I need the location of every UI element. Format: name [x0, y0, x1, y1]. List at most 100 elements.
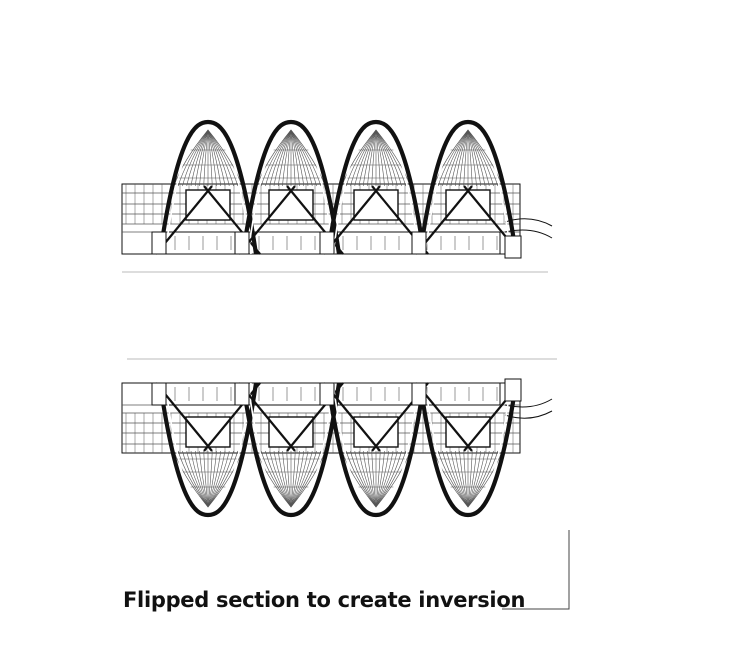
arch-shell: [417, 382, 519, 518]
arch-rib: [207, 450, 222, 508]
arch-rib: [367, 129, 377, 187]
arch-rib: [260, 129, 292, 187]
arch-rib: [199, 450, 209, 508]
diagonal-leg: [203, 382, 261, 452]
arch-rib: [290, 129, 300, 187]
arch-rib: [207, 450, 217, 508]
arch-rib: [207, 450, 226, 508]
arch-rib: [358, 129, 377, 187]
arch-rib: [350, 129, 377, 187]
arch-shell-inner: [164, 382, 252, 511]
arch-rib: [290, 129, 296, 187]
arch-rib: [446, 450, 469, 508]
arch-rib: [269, 129, 292, 187]
arch-rib: [290, 129, 322, 187]
arch-rib: [354, 450, 377, 508]
arch-rib: [467, 450, 473, 508]
foundation-stub: [319, 231, 335, 255]
room-box: [353, 189, 399, 221]
arch-rib: [437, 129, 469, 187]
arch-rib: [194, 129, 209, 187]
arch-rib: [203, 129, 209, 187]
arch-rib: [345, 129, 377, 187]
arch-rib: [454, 450, 469, 508]
arch-rib: [207, 129, 213, 187]
arch-rib: [463, 129, 469, 187]
arch-rib: [467, 129, 486, 187]
foundation-stub: [319, 382, 335, 406]
arch-rib: [459, 129, 469, 187]
arch-shell-inner: [424, 126, 512, 255]
arch-rib: [375, 450, 381, 508]
arch-rib: [277, 450, 292, 508]
arch-rib: [375, 450, 407, 508]
arch-shell-inner: [247, 382, 335, 511]
arch-rib: [186, 129, 209, 187]
arch-rib: [290, 129, 313, 187]
arch-rib: [467, 129, 482, 187]
arch-rib: [375, 450, 394, 508]
arch-rib: [437, 450, 469, 508]
arch-rib: [190, 129, 209, 187]
arch-rib: [446, 129, 469, 187]
arch-rib: [199, 129, 209, 187]
room-box: [445, 189, 491, 221]
arch-rib: [260, 450, 292, 508]
arch-rib: [362, 450, 377, 508]
arch-rib: [375, 129, 398, 187]
arch-shell: [157, 382, 259, 518]
arch-rib: [273, 450, 292, 508]
arch-rib: [467, 450, 494, 508]
arch-shell: [417, 119, 519, 255]
arch-rib: [467, 450, 477, 508]
arch-rib: [282, 450, 292, 508]
arch-rib: [182, 450, 209, 508]
arch-rib: [375, 129, 402, 187]
arch-rib: [277, 129, 292, 187]
arch-shell-inner: [247, 126, 335, 255]
arch-shell: [325, 119, 427, 255]
arch-shell-inner: [164, 126, 252, 255]
arch-rib: [375, 450, 398, 508]
foundation-stub: [504, 378, 522, 402]
arch-rib: [207, 129, 226, 187]
arch-rib: [290, 450, 300, 508]
arch-rib: [362, 129, 377, 187]
arch-rib: [207, 450, 230, 508]
arch-rib: [358, 450, 377, 508]
arch-rib: [375, 450, 385, 508]
arch-rib: [273, 129, 292, 187]
room-box: [185, 189, 231, 221]
arch-rib: [375, 129, 385, 187]
arch-rib: [290, 450, 322, 508]
arch-rib: [375, 129, 394, 187]
arch-rib: [286, 450, 292, 508]
foundation-stub: [411, 231, 427, 255]
arch-rib: [467, 129, 499, 187]
arch-rib: [290, 129, 317, 187]
arch-rib: [467, 450, 490, 508]
arch-rib: [350, 450, 377, 508]
arch-shell: [157, 119, 259, 255]
arch-rib: [463, 450, 469, 508]
arch-rib: [265, 129, 292, 187]
arch-rib: [454, 129, 469, 187]
foundation-stub: [151, 231, 167, 255]
arch-rib: [207, 129, 230, 187]
arch-rib: [290, 129, 305, 187]
room-box: [185, 416, 231, 448]
arch-rib: [367, 450, 377, 508]
arch-rib: [375, 129, 390, 187]
arch-rib: [182, 129, 209, 187]
arch-rib: [354, 129, 377, 187]
arch-rib: [290, 450, 296, 508]
arch-rib: [207, 450, 234, 508]
diagonal-leg: [203, 185, 261, 255]
arch-rib: [371, 129, 377, 187]
arch-rib: [375, 129, 381, 187]
arch-rib: [467, 129, 477, 187]
arch-rib: [442, 129, 469, 187]
arch-rib: [177, 450, 209, 508]
arch-rib: [375, 450, 390, 508]
arch-rib: [467, 129, 490, 187]
